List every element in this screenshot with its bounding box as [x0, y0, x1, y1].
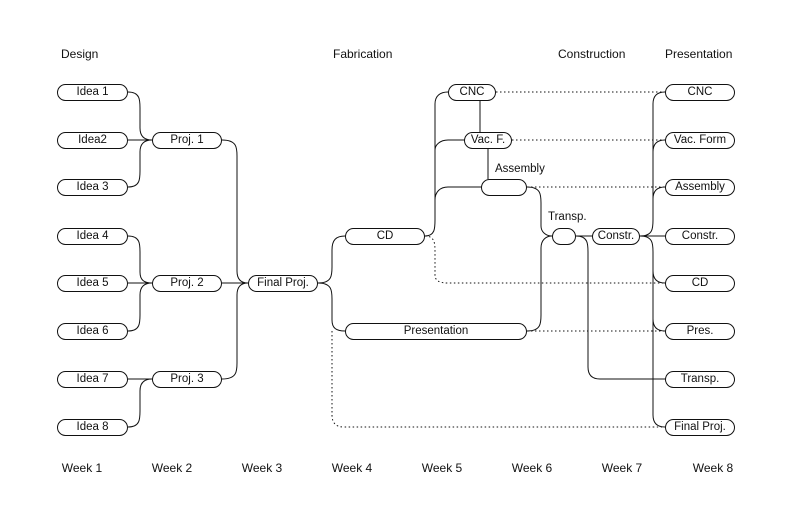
week-label: Week 6	[511, 461, 553, 475]
phase-label-design: Design	[61, 47, 99, 61]
connector-dotted	[331, 331, 665, 428]
connector	[221, 282, 249, 380]
node-assembly	[481, 179, 527, 196]
node-presentation: Presentation	[345, 323, 527, 340]
node-idea-8: Idea 8	[57, 419, 128, 436]
week-label: Week 1	[61, 461, 103, 475]
node-idea-6: Idea 6	[57, 323, 128, 340]
node-idea-7: Idea 7	[57, 371, 128, 388]
connector	[127, 139, 153, 188]
connector	[434, 186, 481, 201]
connector	[317, 235, 346, 284]
output-transp: Transp.	[665, 371, 735, 388]
week-label: Week 5	[421, 461, 463, 475]
connector	[652, 139, 666, 153]
node-final-proj: Final Proj.	[248, 275, 318, 292]
phase-label-presentation: Presentation	[665, 47, 733, 61]
connector	[127, 91, 153, 141]
phase-label-construction: Construction	[558, 47, 626, 61]
output-vac-form: Vac. Form	[665, 132, 735, 149]
connector	[652, 318, 666, 332]
connector	[639, 235, 666, 428]
node-proj-2: Proj. 2	[152, 275, 222, 292]
connector	[652, 186, 666, 200]
connector	[317, 282, 346, 332]
node-idea-1: Idea 1	[57, 84, 128, 101]
connector	[526, 186, 553, 237]
connector	[639, 91, 666, 237]
node-constr: Constr.	[592, 228, 640, 245]
connector	[424, 91, 449, 237]
node-idea-2: Idea2	[57, 132, 128, 149]
node-idea-5: Idea 5	[57, 275, 128, 292]
connector	[127, 235, 153, 284]
label-assembly: Assembly	[495, 163, 545, 175]
connector	[575, 235, 665, 380]
output-pres: Pres.	[665, 323, 735, 340]
node-proj-1: Proj. 1	[152, 132, 222, 149]
connector-dotted	[424, 235, 665, 284]
label-transp: Transp.	[548, 211, 587, 223]
node-idea-4: Idea 4	[57, 228, 128, 245]
node-cd: CD	[345, 228, 425, 245]
week-label: Week 2	[151, 461, 193, 475]
week-label: Week 7	[601, 461, 643, 475]
week-label: Week 8	[692, 461, 734, 475]
node-proj-3: Proj. 3	[152, 371, 222, 388]
connector	[221, 139, 249, 284]
output-final-proj: Final Proj.	[665, 419, 735, 436]
output-cnc: CNC	[665, 84, 735, 101]
phase-label-fabrication: Fabrication	[333, 47, 393, 61]
output-constr: Constr.	[665, 228, 735, 245]
node-transp	[552, 228, 576, 245]
connector	[127, 282, 153, 332]
week-label: Week 4	[331, 461, 373, 475]
output-cd: CD	[665, 275, 735, 292]
node-idea-3: Idea 3	[57, 179, 128, 196]
output-assembly: Assembly	[665, 179, 735, 196]
connector	[127, 378, 153, 428]
connector	[434, 139, 464, 151]
connector	[526, 235, 553, 332]
week-label: Week 3	[241, 461, 283, 475]
node-vac-f: Vac. F.	[464, 132, 512, 149]
connector	[652, 270, 666, 284]
node-cnc: CNC	[448, 84, 496, 101]
